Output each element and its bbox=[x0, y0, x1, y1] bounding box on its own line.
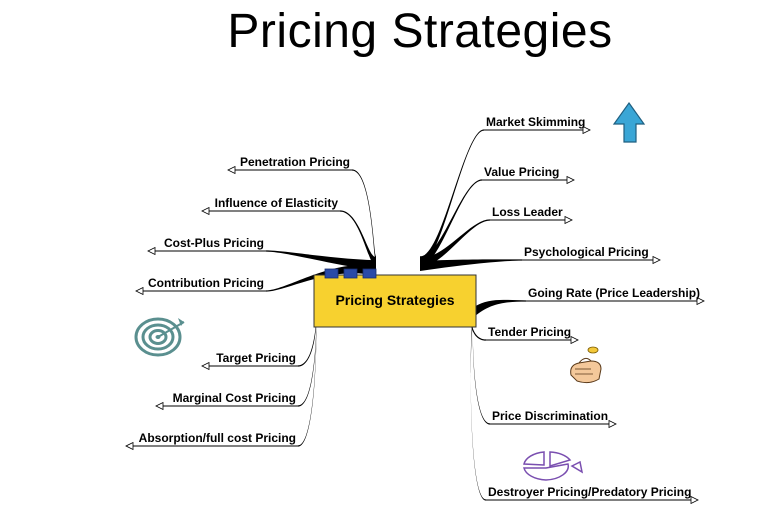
branch-psychological-pricing[interactable] bbox=[420, 255, 661, 272]
expand-arrow-icon[interactable] bbox=[608, 419, 617, 429]
branch-label-influence-of-elasticity: Influence of Elasticity bbox=[215, 196, 339, 210]
branch-label-cost-plus-pricing: Cost-Plus Pricing bbox=[164, 236, 264, 250]
branch-going-rate-price-leadership[interactable] bbox=[474, 296, 705, 318]
branch-target-pricing[interactable] bbox=[201, 311, 317, 371]
central-topic-node[interactable]: Pricing Strategies bbox=[313, 268, 477, 328]
branch-label-going-rate-price-leadership: Going Rate (Price Leadership) bbox=[528, 286, 700, 300]
branch-connector bbox=[266, 250, 376, 271]
branch-destroyer-pricing-predatory-pricing[interactable] bbox=[470, 315, 699, 505]
branch-connector bbox=[420, 219, 490, 268]
branch-label-price-discrimination: Price Discrimination bbox=[492, 409, 608, 423]
branch-connector bbox=[420, 179, 482, 267]
branch-label-value-pricing: Value Pricing bbox=[484, 165, 559, 179]
expand-arrow-icon[interactable] bbox=[227, 165, 236, 175]
branch-label-contribution-pricing: Contribution Pricing bbox=[148, 276, 264, 290]
branch-label-penetration-pricing: Penetration Pricing bbox=[240, 155, 350, 169]
branch-connector bbox=[472, 313, 490, 425]
expand-arrow-icon[interactable] bbox=[696, 296, 705, 306]
branch-connector bbox=[474, 299, 526, 317]
branch-label-marginal-cost-pricing: Marginal Cost Pricing bbox=[173, 391, 296, 405]
central-tab-2 bbox=[343, 268, 358, 279]
central-topic-box bbox=[313, 274, 477, 328]
branch-label-target-pricing: Target Pricing bbox=[216, 351, 296, 365]
expand-arrow-icon[interactable] bbox=[201, 206, 210, 216]
page-title: Pricing Strategies bbox=[227, 5, 613, 58]
expand-arrow-icon[interactable] bbox=[652, 255, 661, 265]
branch-absorption-full-cost-pricing[interactable] bbox=[125, 315, 317, 451]
coin-toss-icon bbox=[570, 346, 602, 384]
branch-penetration-pricing[interactable] bbox=[227, 165, 376, 267]
pie-chart-icon bbox=[523, 451, 584, 481]
branch-label-absorption-full-cost-pricing: Absorption/full cost Pricing bbox=[139, 431, 296, 445]
expand-arrow-icon[interactable] bbox=[125, 441, 134, 451]
branch-label-psychological-pricing: Psychological Pricing bbox=[524, 245, 649, 259]
expand-arrow-icon[interactable] bbox=[582, 125, 591, 135]
branch-connector bbox=[298, 315, 317, 447]
central-tab-1 bbox=[324, 268, 339, 279]
branch-label-market-skimming: Market Skimming bbox=[486, 115, 585, 129]
central-topic-label: Pricing Strategies bbox=[335, 292, 454, 308]
expand-arrow-icon[interactable] bbox=[201, 361, 210, 371]
branch-label-tender-pricing: Tender Pricing bbox=[488, 325, 571, 339]
branch-connector bbox=[470, 315, 486, 501]
branch-label-destroyer-pricing-predatory-pricing: Destroyer Pricing/Predatory Pricing bbox=[488, 485, 691, 499]
target-icon bbox=[134, 317, 185, 357]
branch-connector bbox=[420, 129, 484, 267]
branch-connector bbox=[352, 169, 376, 267]
expand-arrow-icon[interactable] bbox=[155, 401, 164, 411]
expand-arrow-icon[interactable] bbox=[690, 495, 699, 505]
expand-arrow-icon[interactable] bbox=[566, 175, 575, 185]
expand-arrow-icon[interactable] bbox=[564, 215, 573, 225]
expand-arrow-icon[interactable] bbox=[570, 335, 579, 345]
branch-cost-plus-pricing[interactable] bbox=[147, 246, 376, 271]
branch-label-loss-leader: Loss Leader bbox=[492, 205, 563, 219]
branch-marginal-cost-pricing[interactable] bbox=[155, 313, 317, 411]
expand-arrow-icon[interactable] bbox=[135, 286, 144, 296]
branch-loss-leader[interactable] bbox=[420, 215, 573, 268]
expand-arrow-icon[interactable] bbox=[147, 246, 156, 256]
branch-connector bbox=[420, 259, 522, 271]
up-arrow-icon bbox=[612, 101, 646, 143]
branch-price-discrimination[interactable] bbox=[472, 313, 617, 429]
branch-market-skimming[interactable] bbox=[420, 125, 591, 267]
branch-connector bbox=[470, 310, 486, 341]
branch-value-pricing[interactable] bbox=[420, 175, 575, 268]
branch-tender-pricing[interactable] bbox=[470, 310, 579, 345]
central-tab-3 bbox=[362, 268, 377, 279]
